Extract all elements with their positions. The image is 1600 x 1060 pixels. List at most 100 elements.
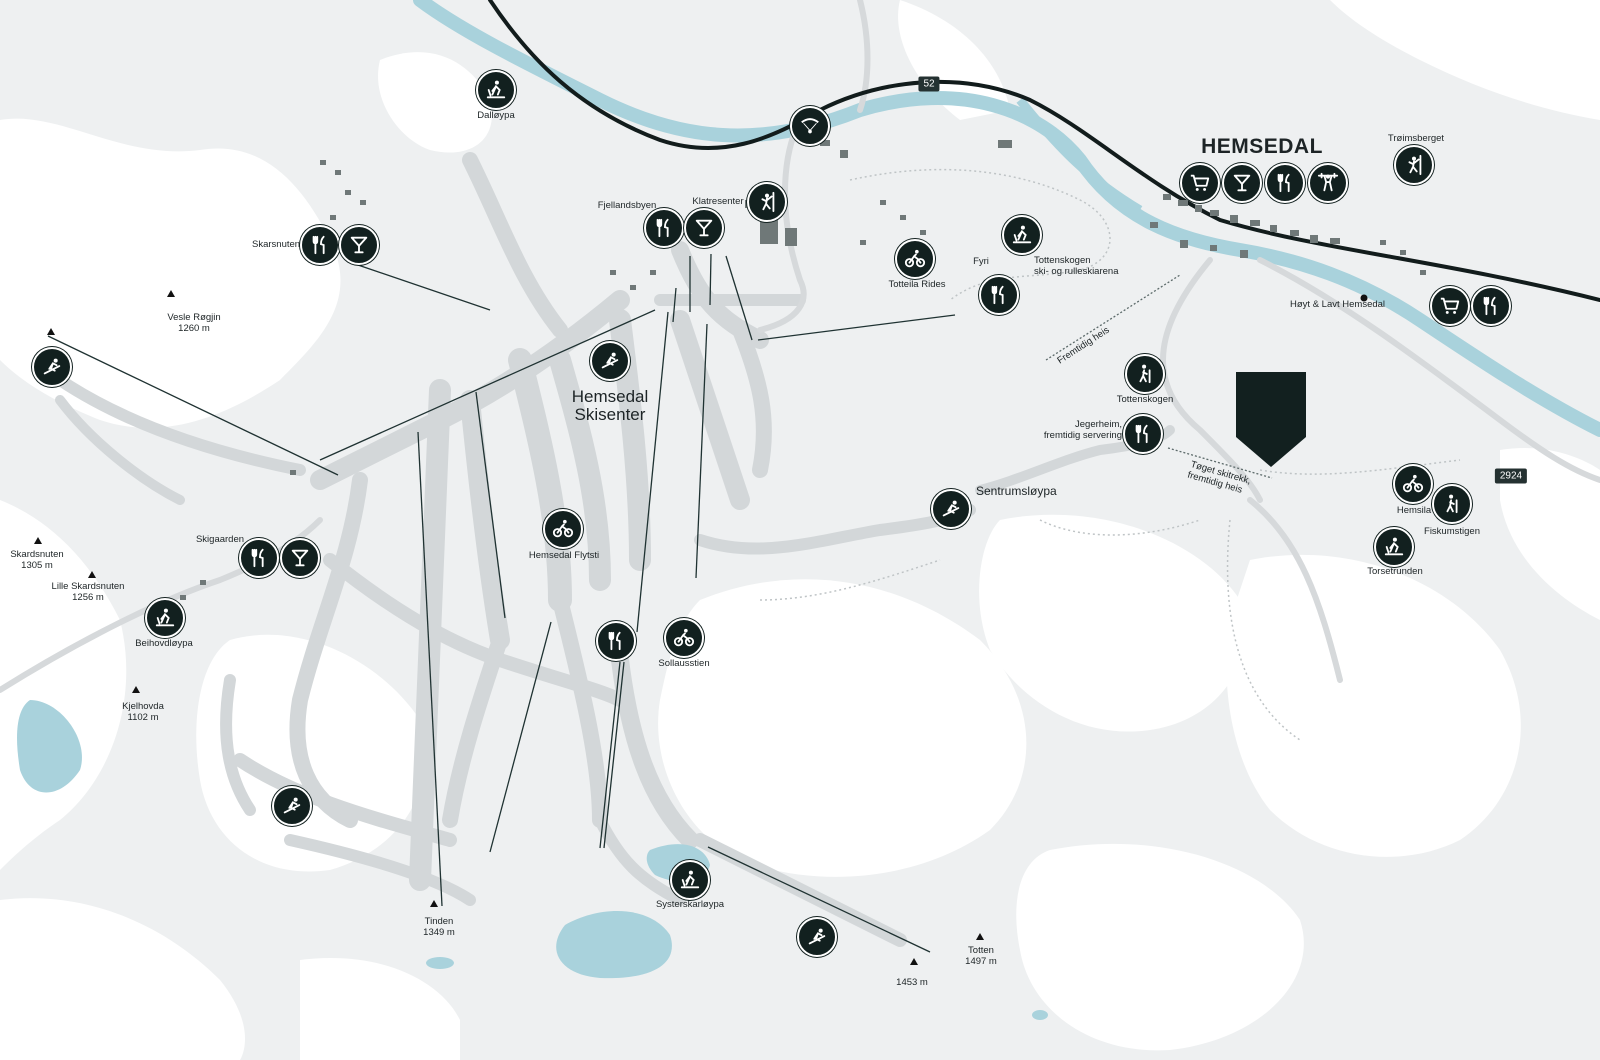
downhill-ski-icon[interactable] — [32, 347, 72, 387]
shopping-cart-icon[interactable] — [1180, 163, 1220, 203]
road-badge-2924: 2924 — [1494, 468, 1528, 484]
lille-skardsnuten-height: 1256 m — [72, 591, 104, 603]
totten-name: Totten — [968, 945, 994, 956]
mountain-bike-icon[interactable] — [1393, 464, 1433, 504]
hemsila-label: Hemsila — [1396, 505, 1432, 516]
skardsnuten-label: Skardsnuten 1305 m — [10, 549, 64, 572]
ski-center-label: Hemsedal Skisenter — [572, 388, 649, 424]
tottenskogen-arena-label: Tottenskogen ski- og rulleskiarena — [1034, 255, 1119, 278]
torsetrunden-label: Torsetrunden — [1367, 566, 1423, 577]
totten-height: 1497 m — [965, 955, 997, 967]
hiking-icon[interactable] — [1125, 354, 1165, 394]
tottenskogen-arena-subtitle: ski- og rulleskiarena — [1034, 265, 1119, 277]
hoyt-lavt-marker — [1360, 294, 1368, 302]
jegerheim-label: Jegerheim, fremtidig servering — [1043, 419, 1122, 442]
kjelhovda-label: Kjelhovda 1102 m — [122, 701, 164, 724]
peak-marker — [430, 900, 438, 907]
tinden-height: 1349 m — [423, 926, 455, 938]
vesle-rogjin-label: Vesle Røgjin 1260 m — [167, 312, 221, 335]
fiskumstigen-label: Fiskumstigen — [1424, 526, 1480, 537]
town-label: HEMSEDAL — [1201, 135, 1323, 158]
vesle-rogjin-name: Vesle Røgjin — [167, 312, 221, 323]
downhill-ski-icon[interactable] — [272, 786, 312, 826]
peak-marker — [167, 290, 175, 297]
cross-country-ski-icon[interactable] — [670, 860, 710, 900]
fork-knife-icon[interactable] — [1471, 286, 1511, 326]
ski-center-line-1: Hemsedal — [571, 387, 649, 406]
klatresenter-label: Klatresenter — [692, 196, 744, 207]
cross-country-ski-icon[interactable] — [1002, 215, 1042, 255]
skardsnuten-height: 1305 m — [21, 559, 53, 571]
vesle-rogjin-height: 1260 m — [178, 322, 210, 334]
fork-knife-icon[interactable] — [644, 208, 684, 248]
fork-knife-icon[interactable] — [979, 275, 1019, 315]
destination-marker-icon — [1236, 372, 1306, 467]
jegerheim-subtitle: fremtidig servering — [1043, 429, 1122, 441]
jegerheim-name: Jegerheim, — [1075, 419, 1122, 430]
cross-country-ski-icon[interactable] — [1374, 527, 1414, 567]
beihovdloypa-label: Beihovdløypa — [135, 638, 193, 649]
sentrumsloypa-label: Sentrumsløypa — [976, 484, 1057, 498]
future-lifts — [1045, 274, 1273, 479]
tinden-name: Tinden — [424, 916, 454, 927]
lille-skardsnuten-name: Lille Skardsnuten — [51, 581, 125, 592]
climbing-icon[interactable] — [1394, 145, 1434, 185]
road-badge-52: 52 — [918, 76, 940, 92]
fork-knife-icon[interactable] — [300, 225, 340, 265]
buildings — [160, 140, 1426, 615]
fork-knife-icon[interactable] — [1123, 414, 1163, 454]
downhill-ski-icon[interactable] — [476, 70, 516, 110]
sollausstien-label: Sollausstien — [658, 658, 710, 669]
paragliding-icon[interactable] — [790, 106, 830, 146]
kjelhovda-name: Kjelhovda — [122, 701, 164, 712]
tottenskogen-label: Tottenskogen — [1116, 394, 1174, 405]
peak-marker — [910, 958, 918, 965]
climbing-icon[interactable] — [747, 182, 787, 222]
fork-knife-icon[interactable] — [239, 538, 279, 578]
peak-marker — [88, 571, 96, 578]
kjelhovda-height: 1102 m — [127, 711, 159, 723]
mountain-bike-icon[interactable] — [543, 509, 583, 549]
ski-lifts — [47, 253, 956, 953]
skardsnuten-name: Skardsnuten — [10, 549, 64, 560]
peak-marker — [132, 686, 140, 693]
skarsnuten-hotell-label: Skarsnuten Hotell — [252, 239, 327, 250]
peak-marker — [47, 328, 55, 335]
totteila-rides-label: Totteila Rides — [888, 279, 946, 290]
cross-country-ski-icon[interactable] — [145, 598, 185, 638]
hoyt-lavt-label: Høyt & Lavt Hemsedal — [1290, 299, 1386, 310]
troimsberget-label: Trøimsberget — [1387, 133, 1445, 144]
cocktail-icon[interactable] — [280, 538, 320, 578]
fork-knife-icon[interactable] — [1265, 163, 1305, 203]
lille-skardsnuten-label: Lille Skardsnuten 1256 m — [51, 581, 125, 604]
hemsedal-flytsti-label: Hemsedal Flytsti — [528, 550, 600, 561]
fork-knife-icon[interactable] — [596, 621, 636, 661]
dalloypa-label: Dalløypa — [477, 110, 515, 121]
fyri-label: Fyri — [973, 256, 989, 267]
weightlifting-icon[interactable] — [1308, 163, 1348, 203]
totten-label: Totten 1497 m — [965, 945, 997, 968]
peak-marker — [34, 537, 42, 544]
downhill-ski-icon[interactable] — [931, 489, 971, 529]
cocktail-icon[interactable] — [339, 225, 379, 265]
systerskarloypa-label: Systerskarløypa — [655, 899, 725, 910]
hiking-icon[interactable] — [1432, 484, 1472, 524]
mountain-bike-icon[interactable] — [664, 618, 704, 658]
peak-1453-label: 1453 m — [896, 977, 928, 988]
fjellandsbyen-label: Fjellandsbyen — [597, 200, 657, 211]
minor-roads — [0, 0, 1600, 693]
shopping-cart-icon[interactable] — [1430, 286, 1470, 326]
mountain-bike-icon[interactable] — [895, 239, 935, 279]
trails — [759, 168, 1461, 741]
skigaarden-label: Skigaarden — [195, 534, 245, 545]
cocktail-icon[interactable] — [1222, 163, 1262, 203]
tinden-label: Tinden 1349 m — [423, 916, 455, 939]
peak-marker — [976, 933, 984, 940]
downhill-ski-icon[interactable] — [797, 917, 837, 957]
cocktail-icon[interactable] — [684, 208, 724, 248]
downhill-ski-icon[interactable] — [590, 341, 630, 381]
ski-center-line-2: Skisenter — [574, 404, 646, 424]
